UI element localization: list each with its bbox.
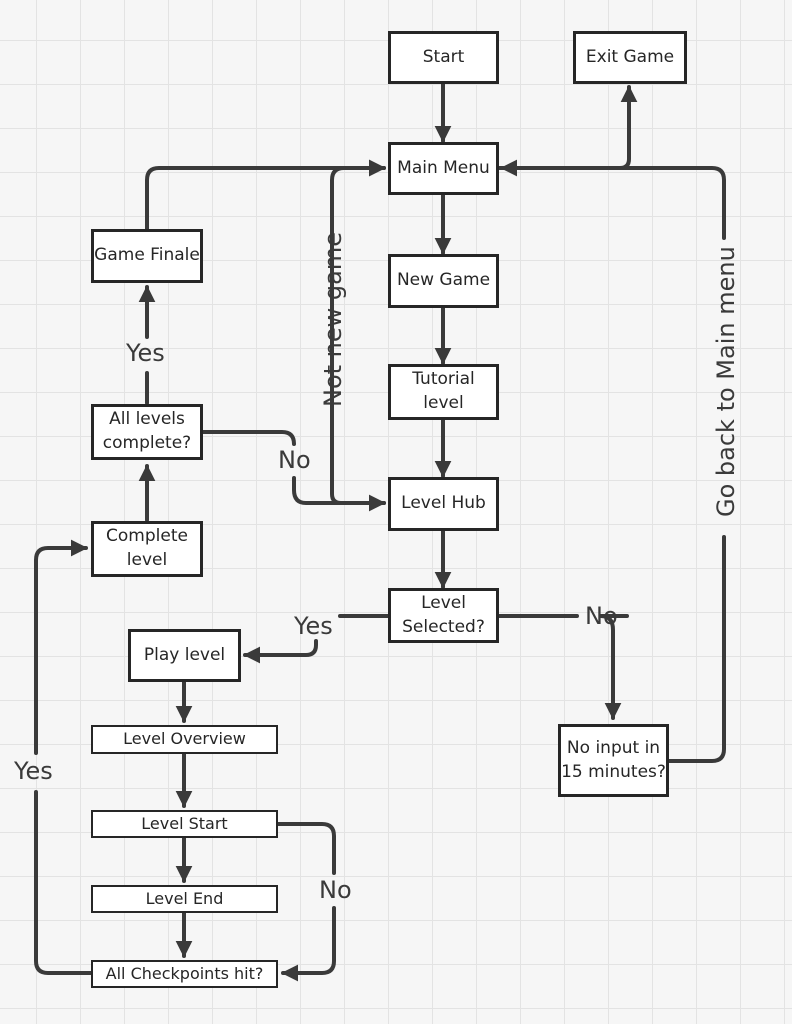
label-yes-checkpoints: Yes — [14, 757, 53, 785]
node-play-level: Play level — [128, 629, 241, 682]
label-yes-finale: Yes — [126, 339, 165, 367]
node-exit-game: Exit Game — [573, 31, 687, 84]
edge-finale-mainmenu — [145, 159, 386, 231]
edge-selected-noinput — [496, 614, 627, 718]
edge-alllevels-levelhub — [201, 430, 384, 503]
edge-noinput-mainmenu — [502, 168, 726, 763]
node-level-hub: Level Hub — [388, 477, 499, 531]
node-level-start: Level Start — [91, 810, 278, 838]
label-no-selected: No — [585, 602, 618, 630]
node-new-game: New Game — [388, 254, 499, 308]
label-yes-play: Yes — [294, 612, 333, 640]
node-all-checkpoints-hit: All Checkpoints hit? — [91, 960, 278, 988]
node-all-levels-complete: All levels complete? — [91, 404, 203, 460]
node-level-end: Level End — [91, 885, 278, 913]
node-level-selected: Level Selected? — [388, 588, 499, 643]
label-not-new-game: Not new game — [319, 232, 347, 407]
label-no-levels: No — [278, 446, 311, 474]
node-tutorial-level: Tutorial level — [388, 364, 499, 420]
edge-selected-play — [245, 614, 390, 655]
edge-checkpoints-complete — [34, 548, 91, 975]
node-level-overview: Level Overview — [91, 725, 278, 754]
edge-levelstart-checkpoints — [276, 822, 336, 973]
node-complete-level: Complete level — [91, 521, 203, 577]
node-start: Start — [388, 31, 499, 84]
node-game-finale: Game Finale — [91, 229, 203, 283]
label-no-checkpoints: No — [319, 876, 352, 904]
node-main-menu: Main Menu — [388, 142, 499, 195]
edge-mainmenu-exit — [496, 85, 638, 170]
node-no-input: No input in 15 minutes? — [558, 724, 669, 797]
label-go-back-main-menu: Go back to Main menu — [712, 246, 740, 517]
